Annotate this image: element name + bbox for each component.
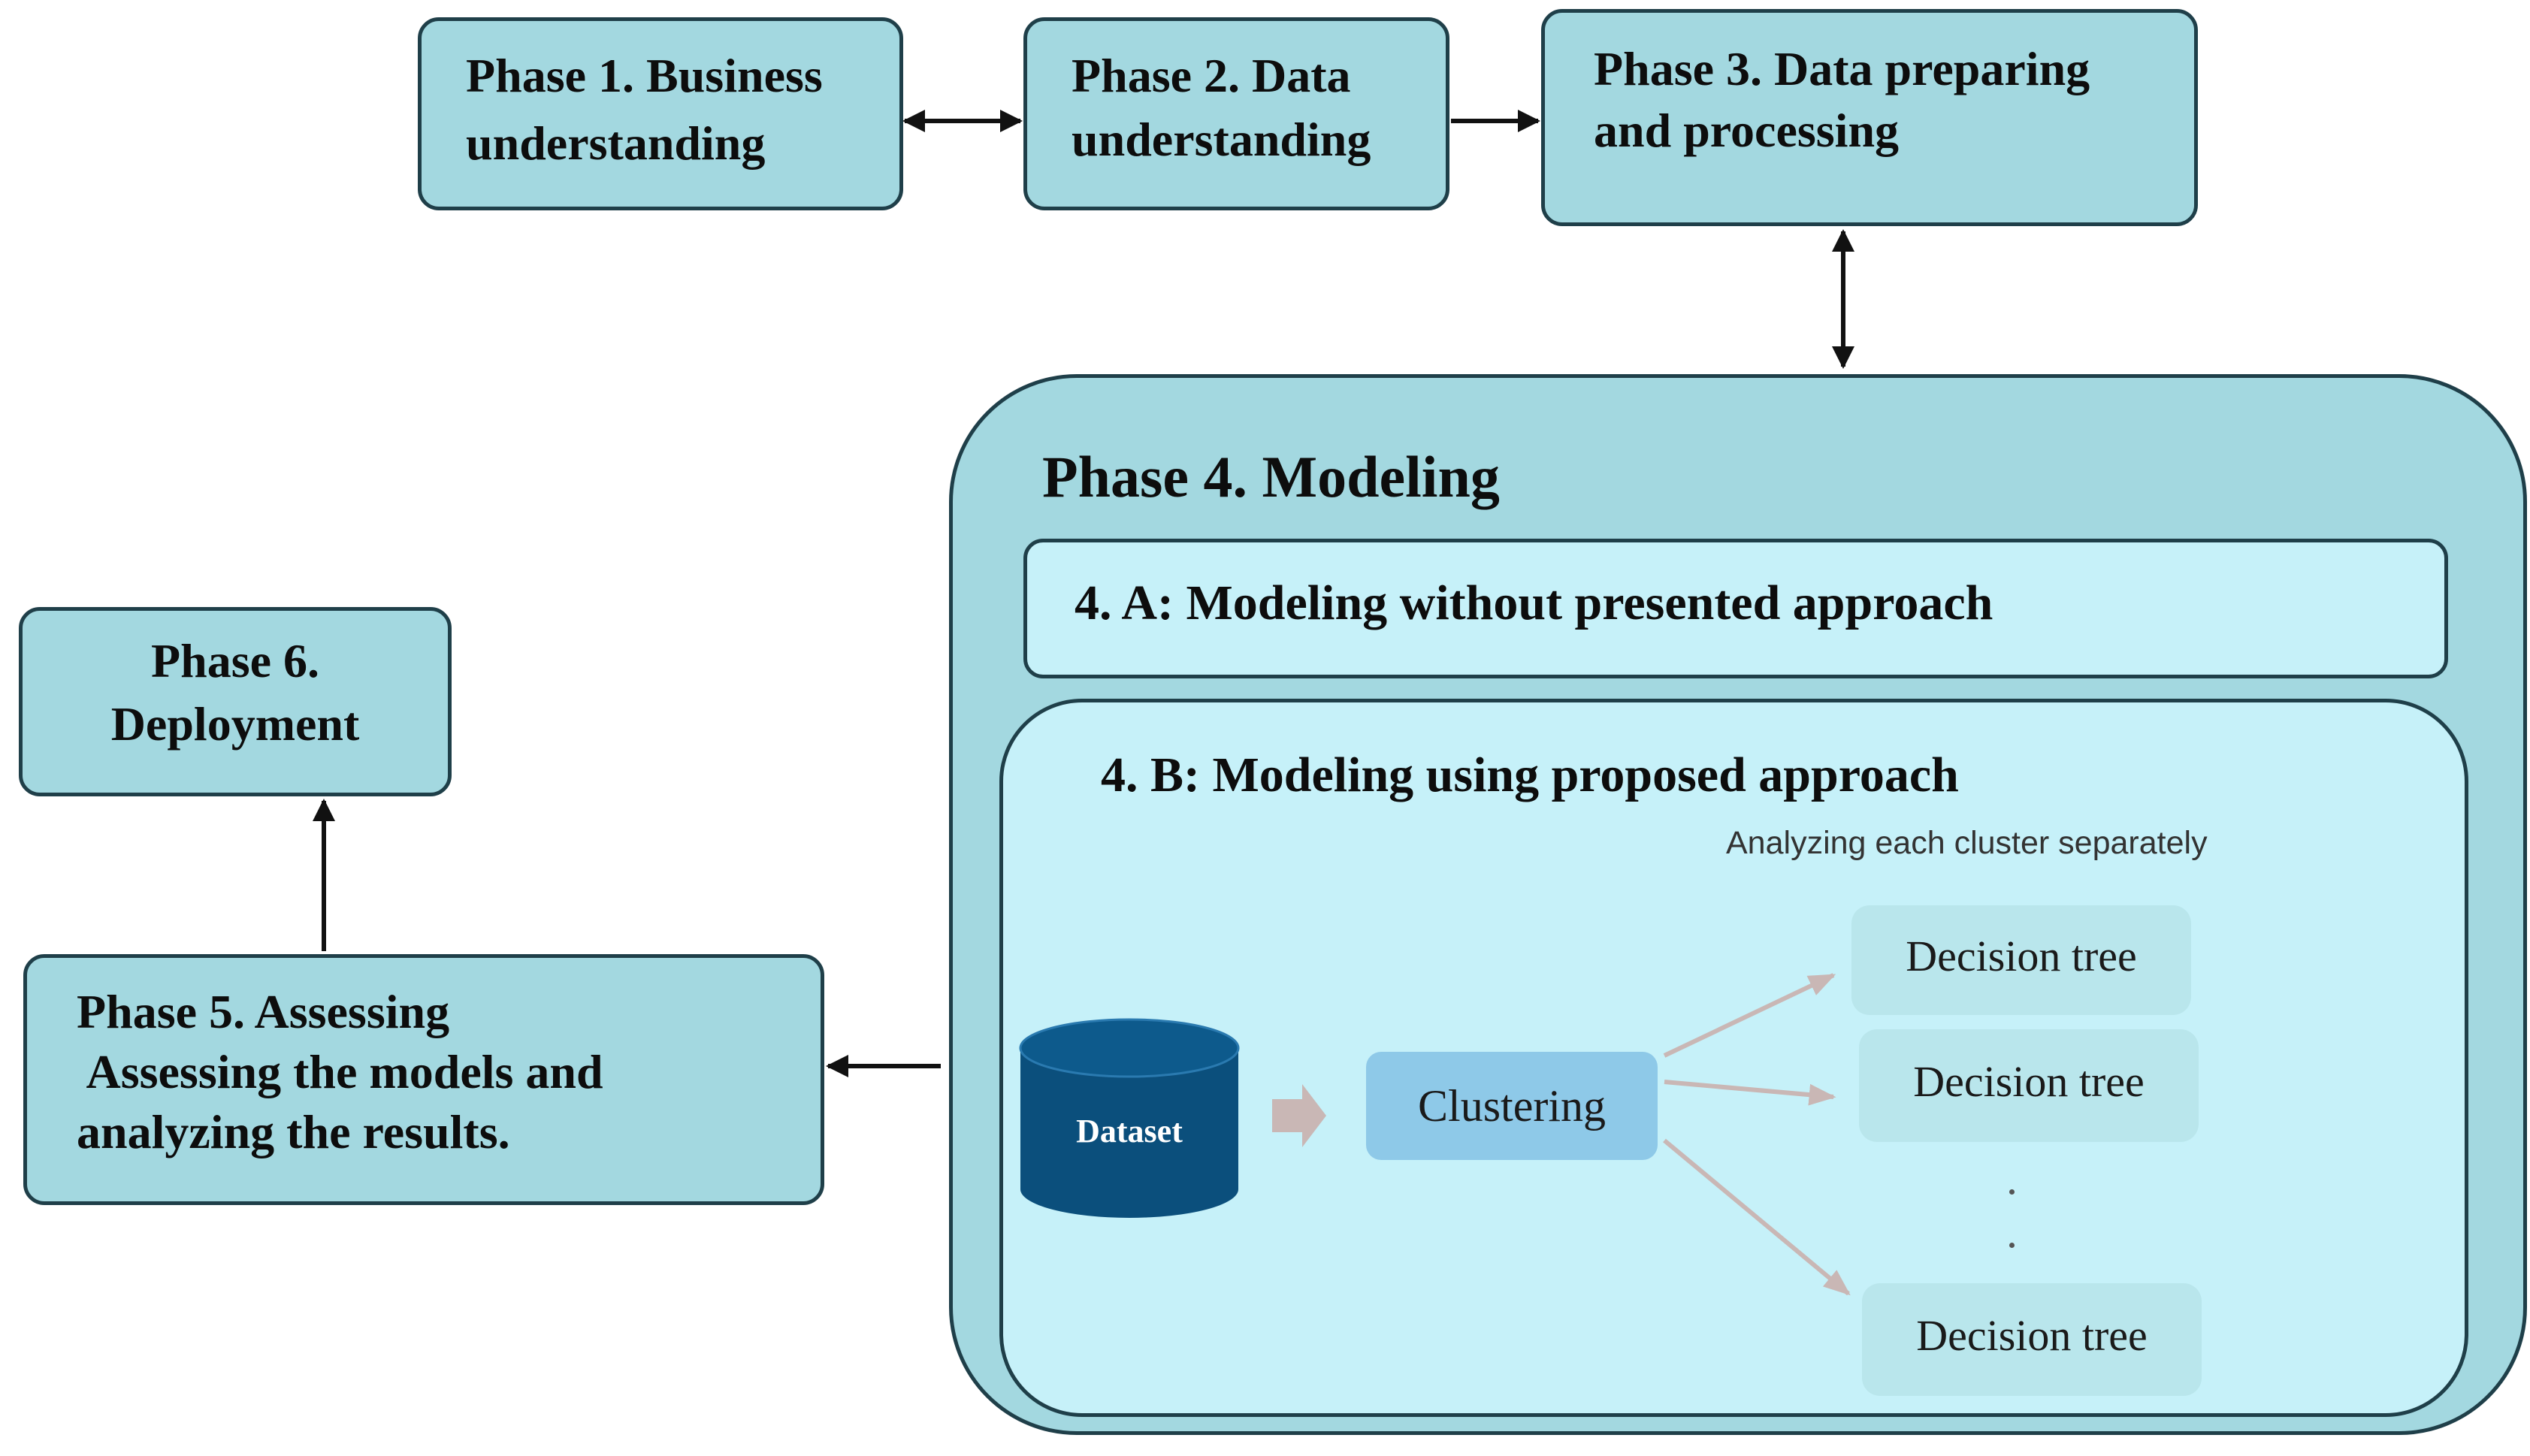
phase4b-label: 4. B: Modeling using proposed approach bbox=[1101, 748, 1959, 802]
phase5-box: Phase 5. Assessing Assessing the models … bbox=[23, 954, 824, 1205]
decision-tree-box-2: Decision tree bbox=[1859, 1029, 2199, 1142]
phase2-title: Phase 2. Data bbox=[1072, 49, 1351, 102]
ellipsis-dot-2 bbox=[2009, 1243, 2015, 1248]
phase1-title: Phase 1. Business bbox=[466, 49, 823, 102]
phase5-line3: analyzing the results. bbox=[77, 1105, 510, 1158]
decision-tree-label-3: Decision tree bbox=[1916, 1311, 2148, 1360]
phase3-box: Phase 3. Data preparing and processing bbox=[1541, 9, 2198, 226]
phase4a-box: 4. A: Modeling without presented approac… bbox=[1023, 539, 2448, 678]
decision-tree-label-1: Decision tree bbox=[1906, 932, 2137, 980]
phase6-box: Phase 6. Deployment bbox=[19, 607, 452, 796]
phase2-subtitle: understanding bbox=[1072, 113, 1371, 166]
phase5-line2: Assessing the models and bbox=[77, 1045, 603, 1098]
decision-tree-box-3: Decision tree bbox=[1862, 1283, 2202, 1396]
ellipsis-dot-1 bbox=[2009, 1189, 2015, 1195]
decision-tree-box-1: Decision tree bbox=[1851, 905, 2191, 1015]
phase3-title: Phase 3. Data preparing bbox=[1594, 42, 2090, 95]
decision-tree-label-2: Decision tree bbox=[1913, 1057, 2145, 1106]
phase5-title: Phase 5. Assessing bbox=[77, 985, 450, 1038]
phase2-box: Phase 2. Data understanding bbox=[1023, 17, 1449, 210]
phase4a-label: 4. A: Modeling without presented approac… bbox=[1075, 575, 1993, 630]
clustering-box: Clustering bbox=[1366, 1052, 1658, 1160]
phase4b-box: 4. B: Modeling using proposed approach bbox=[999, 699, 2468, 1417]
clustering-label: Clustering bbox=[1418, 1081, 1606, 1131]
phase6-title: Phase 6. bbox=[151, 634, 319, 687]
phase4-title: Phase 4. Modeling bbox=[1042, 444, 1500, 509]
cluster-analysis-note: Analyzing each cluster separately bbox=[1726, 825, 2208, 861]
phase3-subtitle: and processing bbox=[1594, 104, 1900, 157]
phase1-box: Phase 1. Business understanding bbox=[418, 17, 903, 210]
phase1-subtitle: understanding bbox=[466, 116, 766, 170]
phase6-subtitle: Deployment bbox=[110, 697, 360, 751]
